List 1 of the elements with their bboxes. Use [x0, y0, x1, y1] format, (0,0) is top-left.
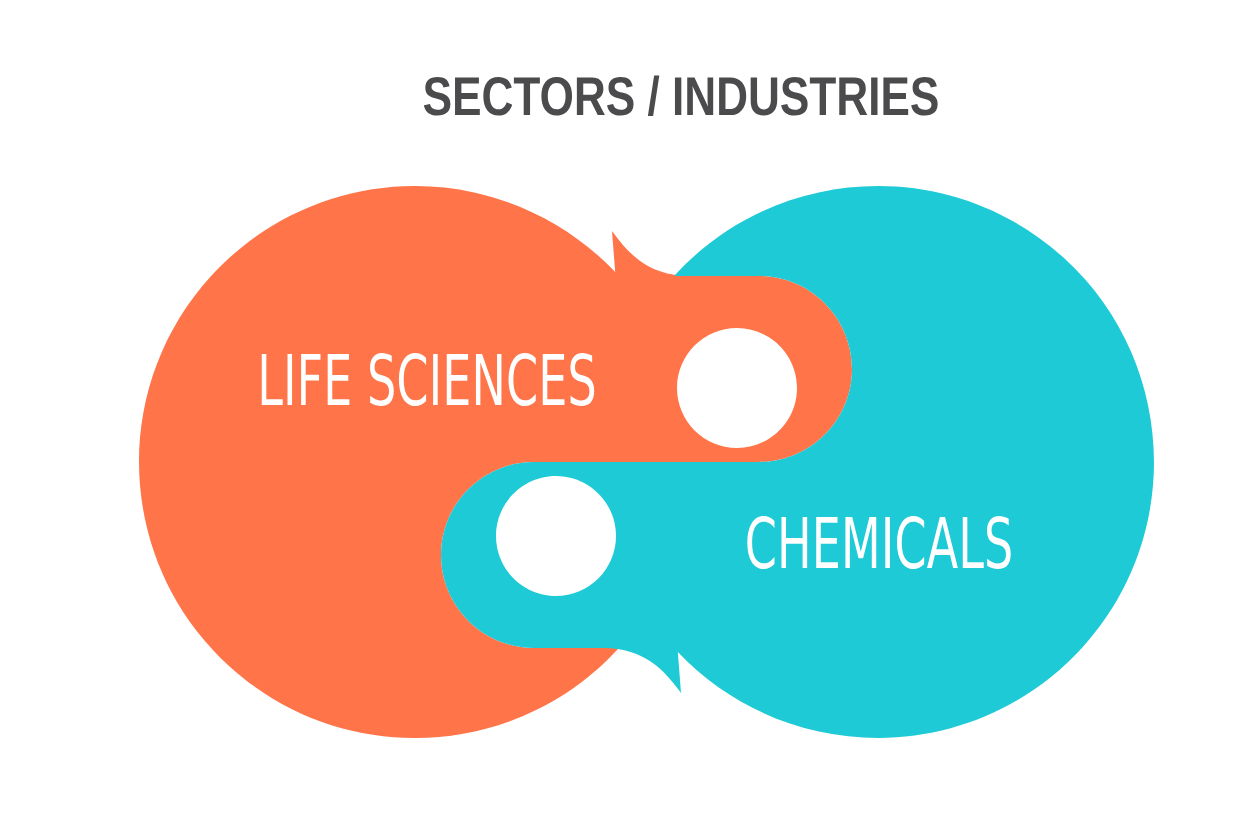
- title: SECTORS / INDUSTRIES: [423, 75, 938, 117]
